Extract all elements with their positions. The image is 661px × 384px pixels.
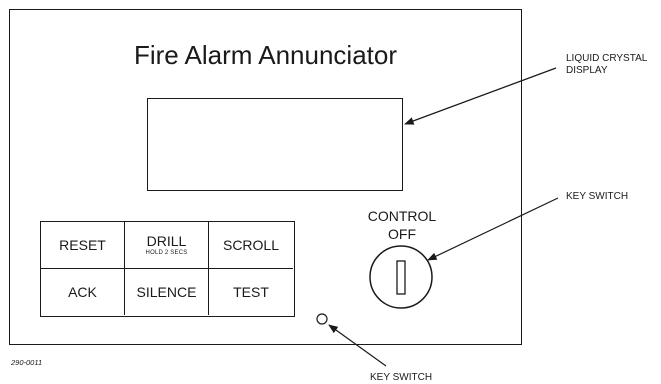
drill-button[interactable]: DRILL HOLD 2 SECS [125,222,209,269]
reset-button[interactable]: RESET [41,222,125,269]
panel-title: Fire Alarm Annunciator [133,40,397,70]
key-switch-callout-arrow [427,197,559,261]
lower-key-switch-callout-arrow [328,324,387,367]
drill-button-label: DRILL [146,233,187,250]
key-switch-callout-label: KEY SWITCH [566,191,629,202]
silence-button[interactable]: SILENCE [125,268,209,315]
drill-button-sublabel: HOLD 2 SECS [145,250,188,257]
keypad: RESET DRILL HOLD 2 SECS SCROLL ACK SILEN… [40,221,295,317]
lcd-callout-arrow [404,67,557,125]
key-switch-off-label: OFF [388,226,416,242]
key-switch-control-label: CONTROL [367,208,437,224]
annunciator-panel [9,9,522,345]
lcd-display [147,98,403,191]
lcd-callout-label-line1: LIQUID CRYSTAL [566,53,648,64]
silence-button-label: SILENCE [136,283,197,300]
lower-key-switch-callout-label: KEY SWITCH [370,372,433,383]
scroll-button[interactable]: SCROLL [209,222,293,269]
ack-button[interactable]: ACK [41,268,125,315]
reset-button-label: RESET [59,236,106,253]
lcd-callout-label-line2: DISPLAY [566,65,608,76]
scroll-button-label: SCROLL [222,236,280,253]
test-button-label: TEST [233,283,269,300]
test-button[interactable]: TEST [209,269,293,316]
indicator-led [316,313,328,325]
figure-number: 290-0011 [11,358,43,367]
ack-button-label: ACK [68,283,97,300]
key-switch[interactable] [369,245,433,309]
